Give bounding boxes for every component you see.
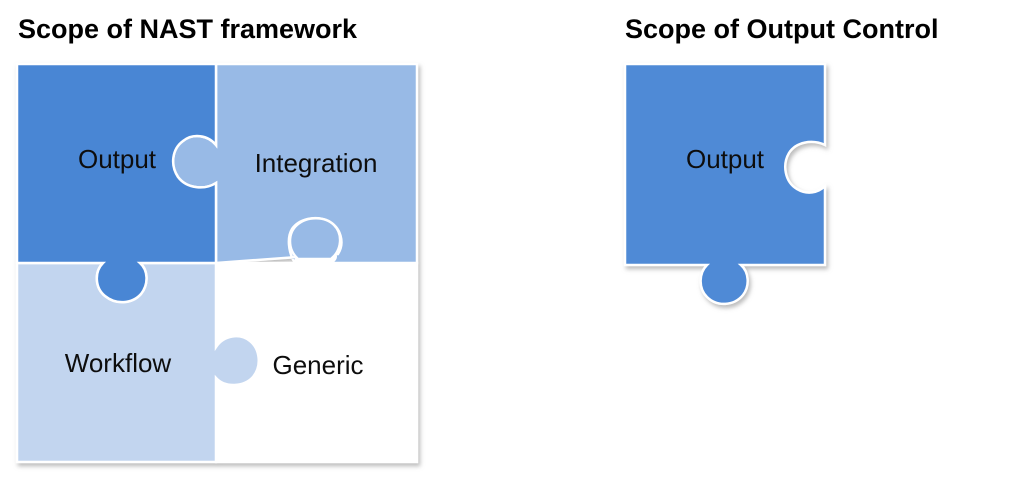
output-label: Output bbox=[78, 144, 157, 174]
workflow-label: Workflow bbox=[65, 348, 172, 378]
integration-label: Integration bbox=[255, 148, 378, 178]
output-control-title: Scope of Output Control bbox=[625, 14, 939, 44]
standalone-output-label: Output bbox=[686, 144, 765, 174]
standalone-output-piece bbox=[623, 62, 827, 306]
nast-framework-puzzle: Output Integration Workflow Generic bbox=[15, 62, 419, 464]
generic-label: Generic bbox=[272, 350, 363, 380]
output-control-puzzle: Output bbox=[623, 62, 827, 306]
integration-tab bbox=[288, 217, 342, 261]
output-piece bbox=[15, 62, 218, 304]
nast-framework-title: Scope of NAST framework bbox=[18, 14, 358, 44]
